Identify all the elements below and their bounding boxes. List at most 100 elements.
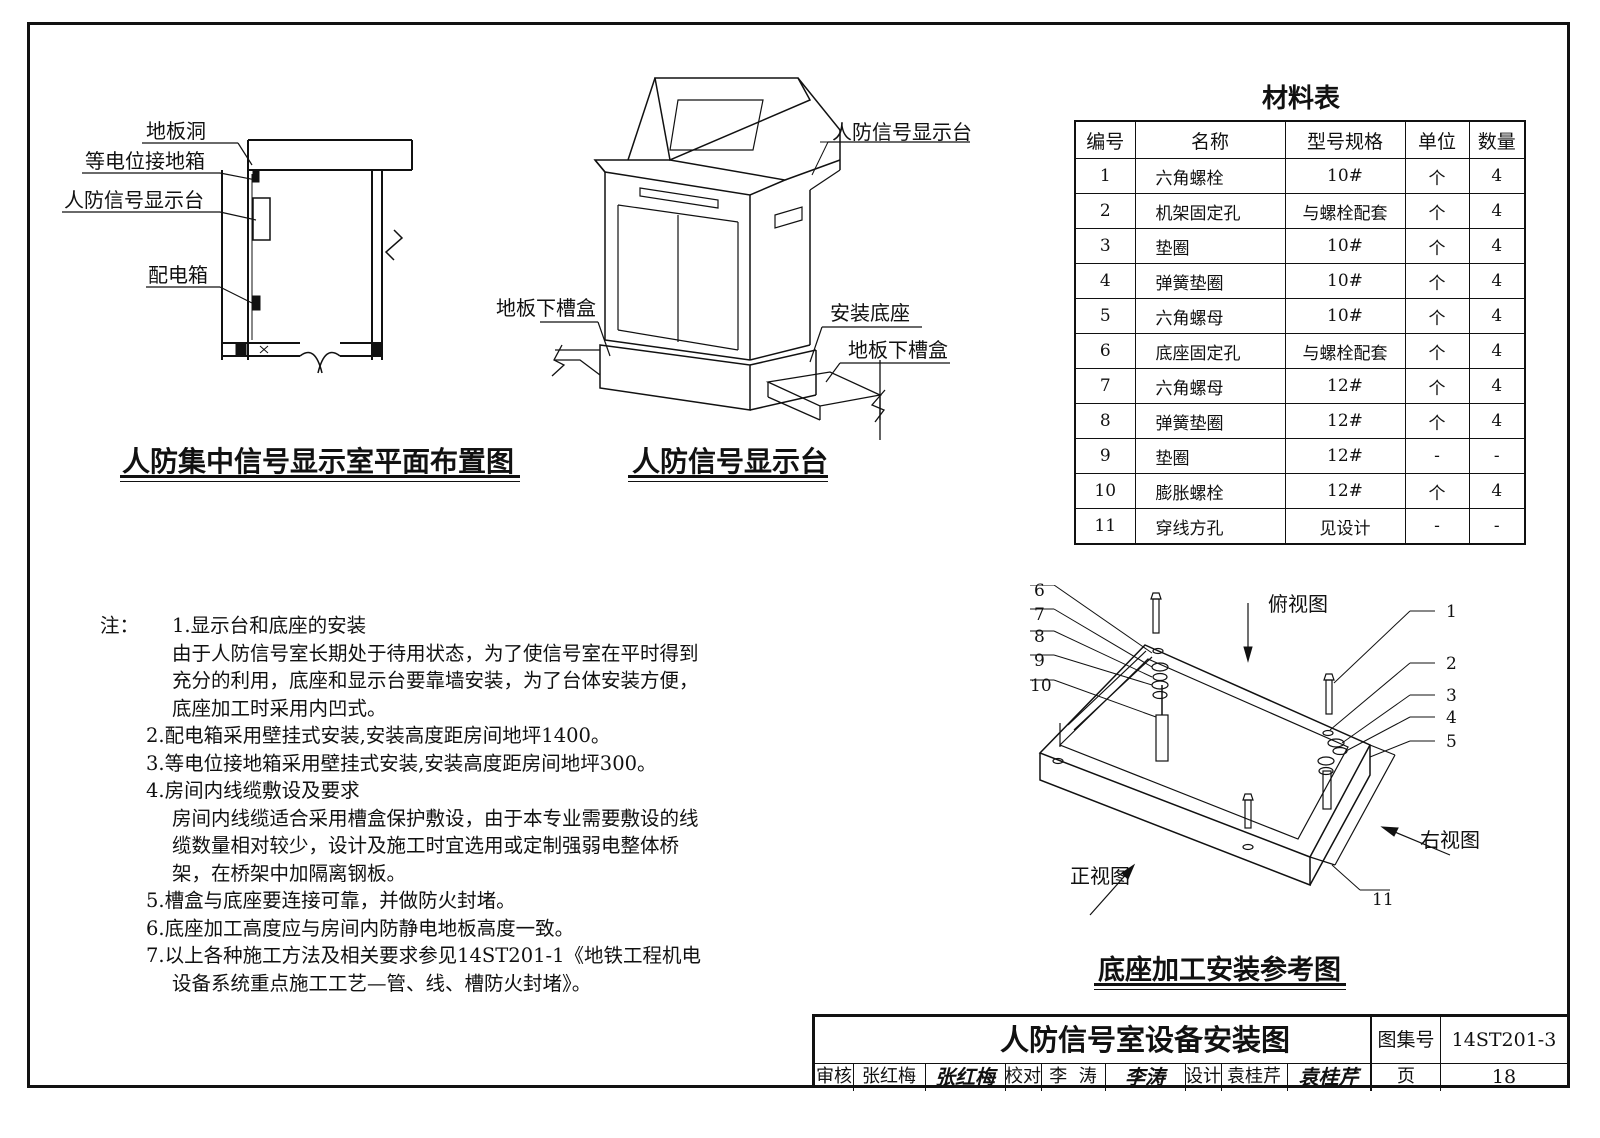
col-spec: 型号规格: [1284, 120, 1406, 159]
base-title-underline: [1094, 983, 1346, 986]
callout-3: 3: [1446, 686, 1457, 706]
note-line: 设备系统重点施工工艺—管、线、槽防火封堵》。: [100, 970, 701, 998]
cell-name: 六角螺母: [1134, 368, 1286, 404]
note-line: 5.槽盒与底座要连接可靠，并做防火封堵。: [100, 887, 701, 915]
cell-qty: -: [1468, 438, 1526, 474]
review-label: 审核: [816, 1066, 852, 1087]
top-view-label: 俯视图: [1268, 592, 1328, 616]
console-title: 人防信号显示台: [632, 445, 829, 478]
cell-name: 垫圈: [1134, 438, 1286, 474]
cell-spec: 12#: [1284, 438, 1406, 474]
cell-name: 底座固定孔: [1134, 333, 1286, 369]
front-view-label: 正视图: [1070, 864, 1130, 888]
note-text: 配电箱采用壁挂式安装,安装高度距房间地坪1400。: [164, 724, 611, 747]
base-title-underline-2: [1094, 989, 1346, 990]
atlas-no: 14ST201-3: [1451, 1029, 1557, 1051]
right-view-label: 右视图: [1420, 828, 1480, 852]
note-text: 底座加工时采用内凹式。: [172, 696, 387, 720]
checker-signature: 李涛: [1125, 1065, 1165, 1089]
note-line: 3.等电位接地箱采用壁挂式安装,安装高度距房间地坪300。: [100, 750, 701, 778]
designer-signature: 袁桂芹: [1298, 1065, 1359, 1089]
cell-qty: 4: [1468, 193, 1526, 229]
cell-spec: 10#: [1284, 158, 1406, 194]
notes: 注：1.显示台和底座的安装 由于人防信号室长期处于待用状态，为了使信号室在平时得…: [100, 612, 701, 997]
note-num: 3.: [146, 751, 165, 775]
console-title-underline-2: [628, 481, 828, 482]
cell-number: 7: [1074, 368, 1136, 404]
cell-qty: 4: [1468, 298, 1526, 334]
note-num: 5.: [146, 889, 165, 912]
cell-number: 6: [1074, 333, 1136, 369]
cell-name: 机架固定孔: [1134, 193, 1286, 229]
cell-name: 垫圈: [1134, 228, 1286, 264]
cell-spec: 12#: [1284, 473, 1406, 509]
note-text: 槽盒与底座要连接可靠，并做防火封堵。: [164, 889, 516, 912]
cell-number: 4: [1074, 263, 1136, 299]
cell-unit: 个: [1404, 473, 1470, 509]
cell-number: 11: [1074, 508, 1136, 545]
note-num: 2.: [146, 724, 165, 747]
drawing-frame: [27, 22, 1570, 1088]
cell-qty: 4: [1468, 158, 1526, 194]
note-text: 等电位接地箱采用壁挂式安装,安装高度距房间地坪300。: [164, 751, 657, 775]
plan-title-underline: [120, 475, 520, 478]
cell-name: 弹簧垫圈: [1134, 263, 1286, 299]
cell-name: 穿线方孔: [1134, 508, 1286, 545]
callout-1: 1: [1446, 602, 1457, 622]
callout-11: 11: [1372, 890, 1394, 910]
page-number: 18: [1491, 1066, 1517, 1088]
note-num: 1.: [172, 614, 191, 637]
cell-spec: 与螺栓配套: [1284, 193, 1406, 229]
equipotential-box-label: 等电位接地箱: [85, 149, 205, 173]
cell-unit: 个: [1404, 298, 1470, 334]
callout-8: 8: [1034, 627, 1045, 647]
checker-name: 李 涛: [1049, 1066, 1097, 1087]
cell-number: 5: [1074, 298, 1136, 334]
callout-9: 9: [1034, 651, 1045, 671]
note-text: 底座加工高度应与房间内防静电地板高度一致。: [164, 916, 575, 940]
floor-plan-drawing: [221, 139, 413, 374]
cell-name: 六角螺母: [1134, 298, 1286, 334]
material-table-title: 材料表: [1262, 84, 1341, 114]
notes-prefix: 注：: [100, 614, 140, 637]
plan-title: 人防集中信号显示室平面布置图: [122, 445, 515, 478]
design-label: 设计: [1185, 1066, 1221, 1087]
atlas-no-label: 图集号: [1377, 1029, 1435, 1051]
note-text: 由于人防信号室长期处于待用状态，为了使信号室在平时得到: [172, 641, 699, 665]
floor-hole-label: 地板洞: [146, 119, 206, 143]
cell-number: 8: [1074, 403, 1136, 439]
note-text: 缆数量相对较少，设计及施工时宜选用或定制强弱电整体桥: [172, 834, 680, 857]
designer-name: 袁桂芹: [1227, 1066, 1281, 1087]
display-console-label: 人防信号显示台: [64, 188, 204, 212]
cell-unit: 个: [1404, 333, 1470, 369]
plan-title-underline-2: [120, 481, 520, 482]
note-line: 缆数量相对较少，设计及施工时宜选用或定制强弱电整体桥: [100, 832, 701, 860]
note-text: 房间内线缆适合采用槽盒保护敷设，由于本专业需要敷设的线: [172, 806, 699, 830]
note-line: 4.房间内线缆敷设及要求: [100, 777, 701, 805]
underfloor-trough-left-label: 地板下槽盒: [496, 296, 596, 320]
cell-qty: -: [1468, 508, 1526, 545]
note-line: 架，在桥架中加隔离钢板。: [100, 860, 701, 888]
cell-unit: -: [1404, 438, 1470, 474]
cell-unit: -: [1404, 508, 1470, 545]
callout-7: 7: [1034, 605, 1045, 625]
underfloor-trough-right-label: 地板下槽盒: [848, 338, 948, 362]
console-drawing: [540, 77, 970, 440]
title-block: 人防信号室设备安装图 图集号 14ST201-3 审核 张红梅 张红梅 校对 李…: [812, 1014, 1567, 1091]
cell-number: 2: [1074, 193, 1136, 229]
cell-qty: 4: [1468, 403, 1526, 439]
callout-4: 4: [1446, 708, 1457, 728]
col-number: 编号: [1074, 120, 1136, 159]
col-name: 名称: [1134, 120, 1286, 159]
console-title-underline: [628, 475, 828, 478]
mounting-base-label: 安装底座: [830, 301, 910, 325]
cell-qty: 4: [1468, 333, 1526, 369]
cell-spec: 见设计: [1284, 508, 1406, 545]
